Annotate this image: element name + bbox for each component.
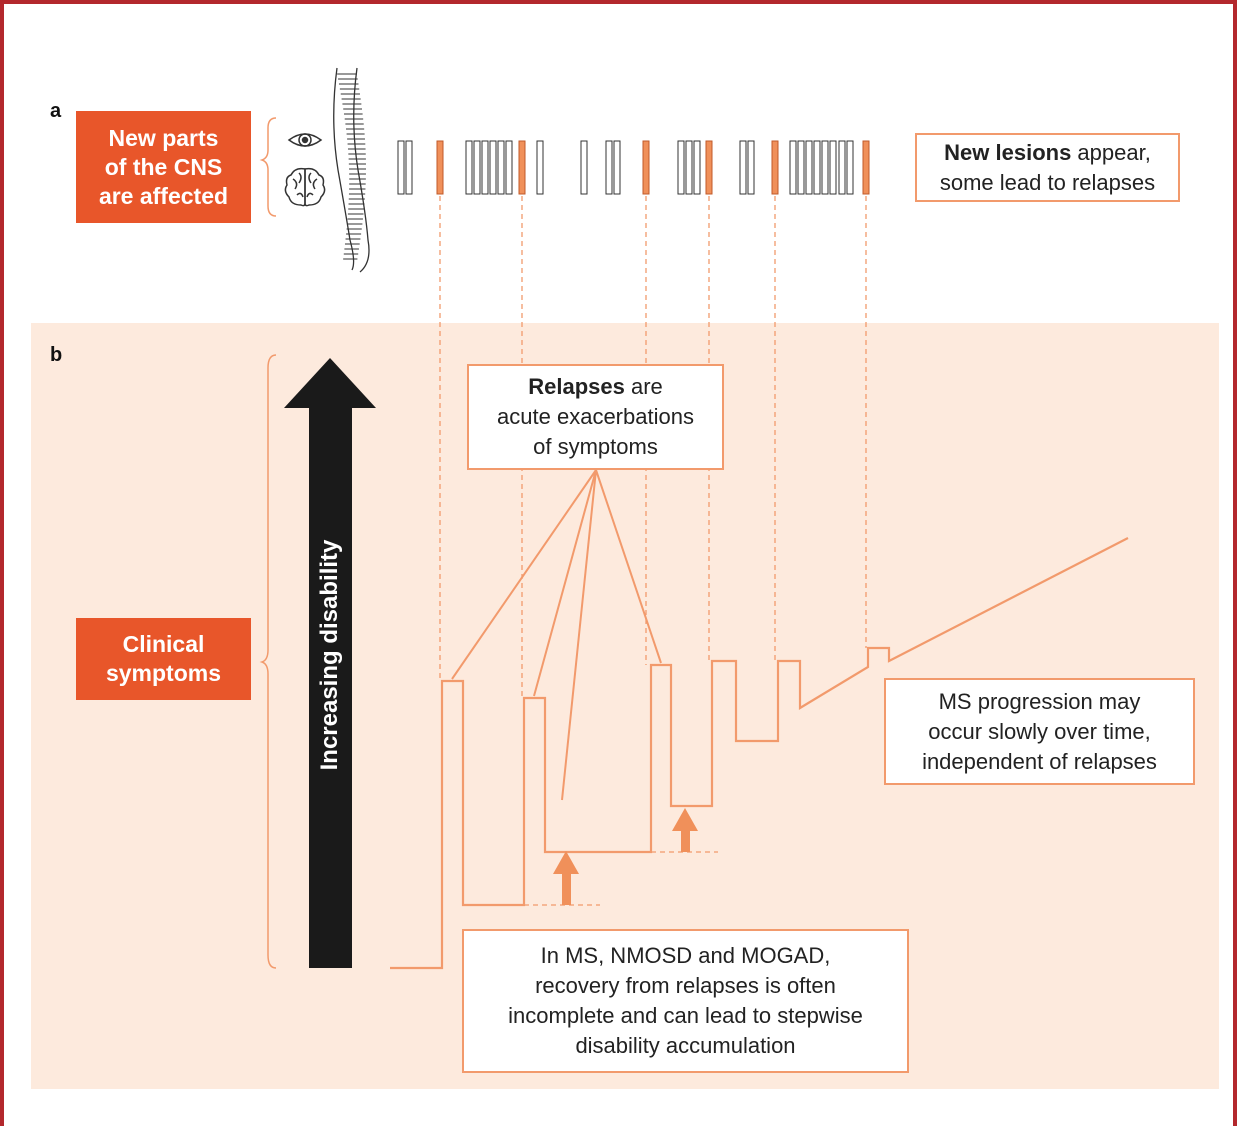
panel-b-label: b [50, 344, 63, 366]
lesion-old [805, 140, 813, 195]
lesion-old [613, 140, 621, 195]
lesion-old [693, 140, 701, 195]
lesion-old [497, 140, 505, 195]
recovery-line-4: disability accumulation [575, 1033, 796, 1058]
lesion-new [642, 140, 650, 195]
clinical-tag-line-1: Clinical [122, 631, 205, 657]
recovery-line-1: In MS, NMOSD and MOGAD, [540, 943, 831, 968]
progression-line-2: occur slowly over time, [928, 718, 1151, 744]
clinical-tag-line-2: symptoms [105, 660, 222, 686]
lesion-old [536, 140, 544, 195]
lesion-new [436, 140, 444, 195]
lesion-old [821, 140, 829, 195]
new-lesions-bold: New lesions [944, 139, 1072, 165]
progression-line-1: MS progression may [938, 688, 1141, 714]
new-lesions-callout: New lesions appear, some lead to relapse… [915, 133, 1180, 202]
lesion-old [789, 140, 797, 195]
lesion-old [747, 140, 755, 195]
brain-icon [284, 167, 326, 207]
lesion-row [397, 140, 870, 195]
spine-icon [333, 67, 370, 273]
lesion-old [846, 140, 854, 195]
lesion-old [685, 140, 693, 195]
lesion-old [838, 140, 846, 195]
lesion-old [473, 140, 481, 195]
panel-b-bracket [259, 354, 277, 969]
spine-vertebrae [337, 73, 366, 260]
eye-icon [287, 133, 323, 147]
relapses-callout: Relapses are acute exacerbations of symp… [467, 364, 724, 470]
clinical-symptoms-tag: Clinical symptoms [76, 618, 251, 700]
relapses-line-2: acute exacerbations [497, 404, 694, 429]
progression-line-3: independent of relapses [922, 748, 1157, 774]
relapses-rest: are [624, 374, 663, 399]
stepwise-arrow-1 [553, 851, 579, 905]
stepwise-arrow-2 [672, 808, 698, 852]
lesion-old [481, 140, 489, 195]
lesion-old [797, 140, 805, 195]
panel-a-label: a [50, 100, 62, 122]
lesion-new [862, 140, 870, 195]
lesion-new [771, 140, 779, 195]
cns-tag-line-1: New parts [108, 124, 219, 151]
lesion-old [677, 140, 685, 195]
increasing-disability-label: Increasing disability [316, 539, 343, 771]
increasing-disability-arrow [284, 358, 376, 968]
new-lesions-line-2: some lead to relapses [939, 169, 1156, 195]
lesion-old [580, 140, 588, 195]
lesion-old [465, 140, 473, 195]
lesion-old [605, 140, 613, 195]
progression-callout: MS progression may occur slowly over tim… [884, 678, 1195, 785]
recovery-callout: In MS, NMOSD and MOGAD, recovery from re… [462, 929, 909, 1073]
relapse-pointer-lines [451, 469, 662, 801]
lesion-old [397, 140, 405, 195]
lesion-old [829, 140, 837, 195]
cns-tag-line-3: are affected [98, 182, 229, 209]
recovery-line-2: recovery from relapses is often [535, 973, 836, 998]
relapses-line-3: of symptoms [533, 434, 658, 459]
cns-affected-tag: New parts of the CNS are affected [76, 111, 251, 223]
lesion-new [518, 140, 526, 195]
lesion-new [705, 140, 713, 195]
panel-a-bracket [259, 117, 277, 217]
lesion-old [813, 140, 821, 195]
lesion-old [505, 140, 513, 195]
lesion-old [739, 140, 747, 195]
relapses-bold: Relapses [528, 374, 625, 399]
new-lesions-rest: appear, [1071, 139, 1151, 165]
lesion-old [489, 140, 497, 195]
cns-tag-line-2: of the CNS [104, 153, 223, 180]
recovery-line-3: incomplete and can lead to stepwise [508, 1003, 863, 1028]
lesion-old [405, 140, 413, 195]
disability-course-line [390, 537, 1129, 970]
